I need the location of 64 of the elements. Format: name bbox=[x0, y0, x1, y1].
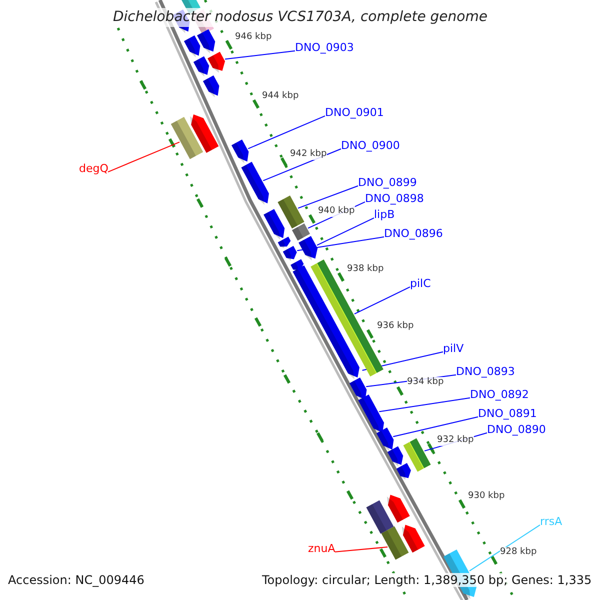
gene-block bbox=[184, 35, 200, 58]
footer-text: Accession: NC_009446 bbox=[8, 573, 144, 588]
leader-line bbox=[378, 397, 470, 412]
gene-block bbox=[231, 139, 249, 164]
gene-block bbox=[282, 246, 297, 261]
gene-block bbox=[197, 29, 216, 54]
scale-label: 936 kbp bbox=[377, 321, 414, 332]
gene-bar bbox=[366, 500, 394, 534]
scale-label: 940 kbp bbox=[318, 206, 355, 217]
gene-label: DNO_0893 bbox=[456, 364, 515, 378]
gene-label: pilV bbox=[443, 342, 464, 355]
gene-label: DNO_0896 bbox=[384, 226, 443, 240]
gene-block bbox=[358, 394, 384, 434]
leader-line bbox=[392, 416, 478, 438]
gene-label: DNO_0892 bbox=[470, 388, 529, 401]
footer-text: Topology: circular; Length: 1,389,350 bp; Genes: 1,335 bbox=[262, 573, 592, 588]
scale-label: 934 kbp bbox=[407, 377, 444, 388]
gene-block bbox=[376, 427, 394, 452]
gene-label: pilC bbox=[410, 276, 431, 290]
gene-block bbox=[387, 446, 404, 466]
gene-block bbox=[349, 377, 367, 402]
gene-block bbox=[396, 462, 411, 480]
leader-line bbox=[248, 115, 326, 150]
gene-block bbox=[208, 52, 225, 73]
leader-line bbox=[354, 286, 410, 314]
scale-label: 942 kbp bbox=[290, 149, 327, 160]
gene-block bbox=[193, 56, 210, 76]
gene-label: rrsA bbox=[540, 514, 562, 528]
leader-line bbox=[224, 50, 296, 60]
gene-block bbox=[402, 524, 425, 553]
leader-line bbox=[334, 546, 388, 552]
gene-bar bbox=[278, 195, 304, 229]
gene-bar bbox=[292, 223, 310, 241]
gene-label: lipB bbox=[374, 208, 395, 221]
gene-block bbox=[264, 208, 285, 240]
leader-line bbox=[316, 217, 374, 246]
gene-block bbox=[202, 75, 220, 98]
gene-bar bbox=[403, 438, 431, 472]
gene-bar bbox=[381, 526, 409, 560]
gene-block bbox=[386, 494, 410, 523]
scale-label: 928 kbp bbox=[500, 547, 537, 558]
gene-block bbox=[190, 114, 219, 153]
gene-label: degQ bbox=[79, 162, 108, 175]
gene-label: DNO_0891 bbox=[478, 406, 537, 420]
gene-block bbox=[241, 162, 269, 205]
leader-line bbox=[468, 524, 540, 572]
scale-label: 938 kbp bbox=[347, 264, 384, 275]
gene-block bbox=[278, 236, 291, 248]
leader-line bbox=[108, 142, 180, 172]
scale-label: 930 kbp bbox=[468, 491, 505, 502]
gene-bar bbox=[170, 116, 204, 160]
gene-label: DNO_0903 bbox=[295, 40, 354, 54]
scale-label: 946 kbp bbox=[235, 32, 272, 43]
leader-line bbox=[298, 185, 358, 209]
gene-label: znuA bbox=[308, 542, 336, 555]
gene-label: DNO_0900 bbox=[341, 138, 400, 152]
scale-label: 944 kbp bbox=[262, 91, 299, 102]
scale-label: 932 kbp bbox=[437, 435, 474, 446]
gene-label: DNO_0901 bbox=[325, 106, 384, 119]
gene-label: DNO_0898 bbox=[365, 192, 424, 205]
leader-line bbox=[296, 236, 384, 252]
gene-block bbox=[290, 259, 304, 272]
gene-label: DNO_0890 bbox=[487, 422, 546, 436]
gene-label: DNO_0899 bbox=[358, 176, 417, 189]
